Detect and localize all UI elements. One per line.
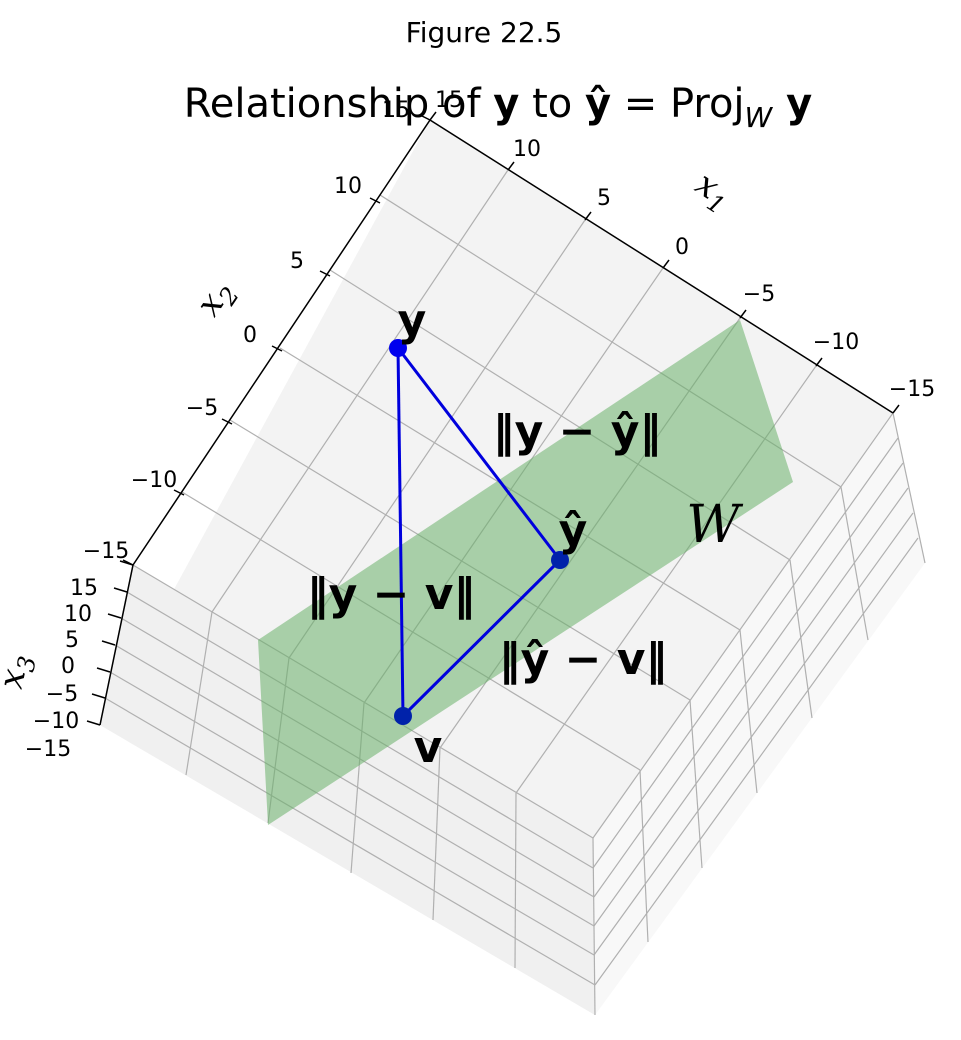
x3-tick-label: −5	[46, 682, 78, 707]
label-y-minus-v: ‖y − v‖	[307, 569, 476, 620]
label-yhat: ŷ	[559, 505, 588, 556]
x1-tick-label: 10	[513, 137, 541, 162]
label-y: y	[398, 295, 427, 346]
x3-axis-label: x3	[0, 650, 42, 693]
x1-ticks	[429, 111, 900, 414]
x2-tick-labels: −15 −10 −5 0 5 10 15	[83, 98, 410, 564]
plane-W	[258, 320, 793, 825]
x1-tick-labels: −15 −10 −5 0 5 10 15	[435, 88, 935, 402]
x1-tick-label: 15	[435, 88, 463, 113]
x2-tick-label: −5	[186, 396, 218, 421]
x1-tick-label: −10	[813, 330, 859, 355]
x1-tick-label: 0	[675, 235, 689, 260]
x2-axis-label: x2	[188, 272, 245, 326]
x1-tick-label: 5	[597, 186, 611, 211]
point-yhat	[551, 551, 569, 569]
x3-ticks	[86, 560, 134, 726]
segment-y-yhat	[396, 347, 562, 561]
point-y	[389, 339, 407, 357]
x3-tick-label: 10	[64, 602, 92, 627]
label-y-minus-yhat: ‖y − ŷ‖	[493, 406, 662, 457]
chart-title: Relationship of y to ŷ = ProjW y	[184, 81, 812, 134]
x2-tick-label: 0	[243, 323, 257, 348]
x2-tick-label: 15	[382, 98, 410, 123]
x3-tick-label: 5	[65, 628, 79, 653]
point-v	[394, 707, 412, 725]
x1-tick-label: −15	[889, 377, 935, 402]
x2-tick-label: 5	[290, 249, 304, 274]
plane-label: W	[686, 495, 743, 555]
figure-label: Figure 22.5	[406, 16, 563, 49]
x3-tick-label: 0	[61, 654, 75, 679]
x3-tick-label: −10	[33, 709, 79, 734]
x1-tick-label: −5	[743, 282, 775, 307]
x2-tick-label: 10	[334, 174, 362, 199]
x3-tick-label: −15	[25, 737, 71, 762]
x3-tick-labels: −15 −10 −5 0 5 10 15	[25, 576, 98, 762]
segment-yhat-v	[401, 558, 562, 718]
x2-tick-label: −10	[131, 468, 177, 493]
segments	[396, 347, 562, 718]
segment-y-v	[396, 347, 405, 717]
axis-spines	[99, 119, 894, 726]
label-v: v	[414, 722, 443, 773]
x1-axis-label: x1	[686, 164, 739, 221]
side-pane-right	[593, 413, 925, 1015]
side-pane-left	[100, 565, 595, 1015]
x2-tick-label: −15	[83, 539, 129, 564]
x3-tick-label: 15	[70, 576, 98, 601]
label-yhat-minus-v: ‖ŷ − v‖	[499, 634, 668, 685]
